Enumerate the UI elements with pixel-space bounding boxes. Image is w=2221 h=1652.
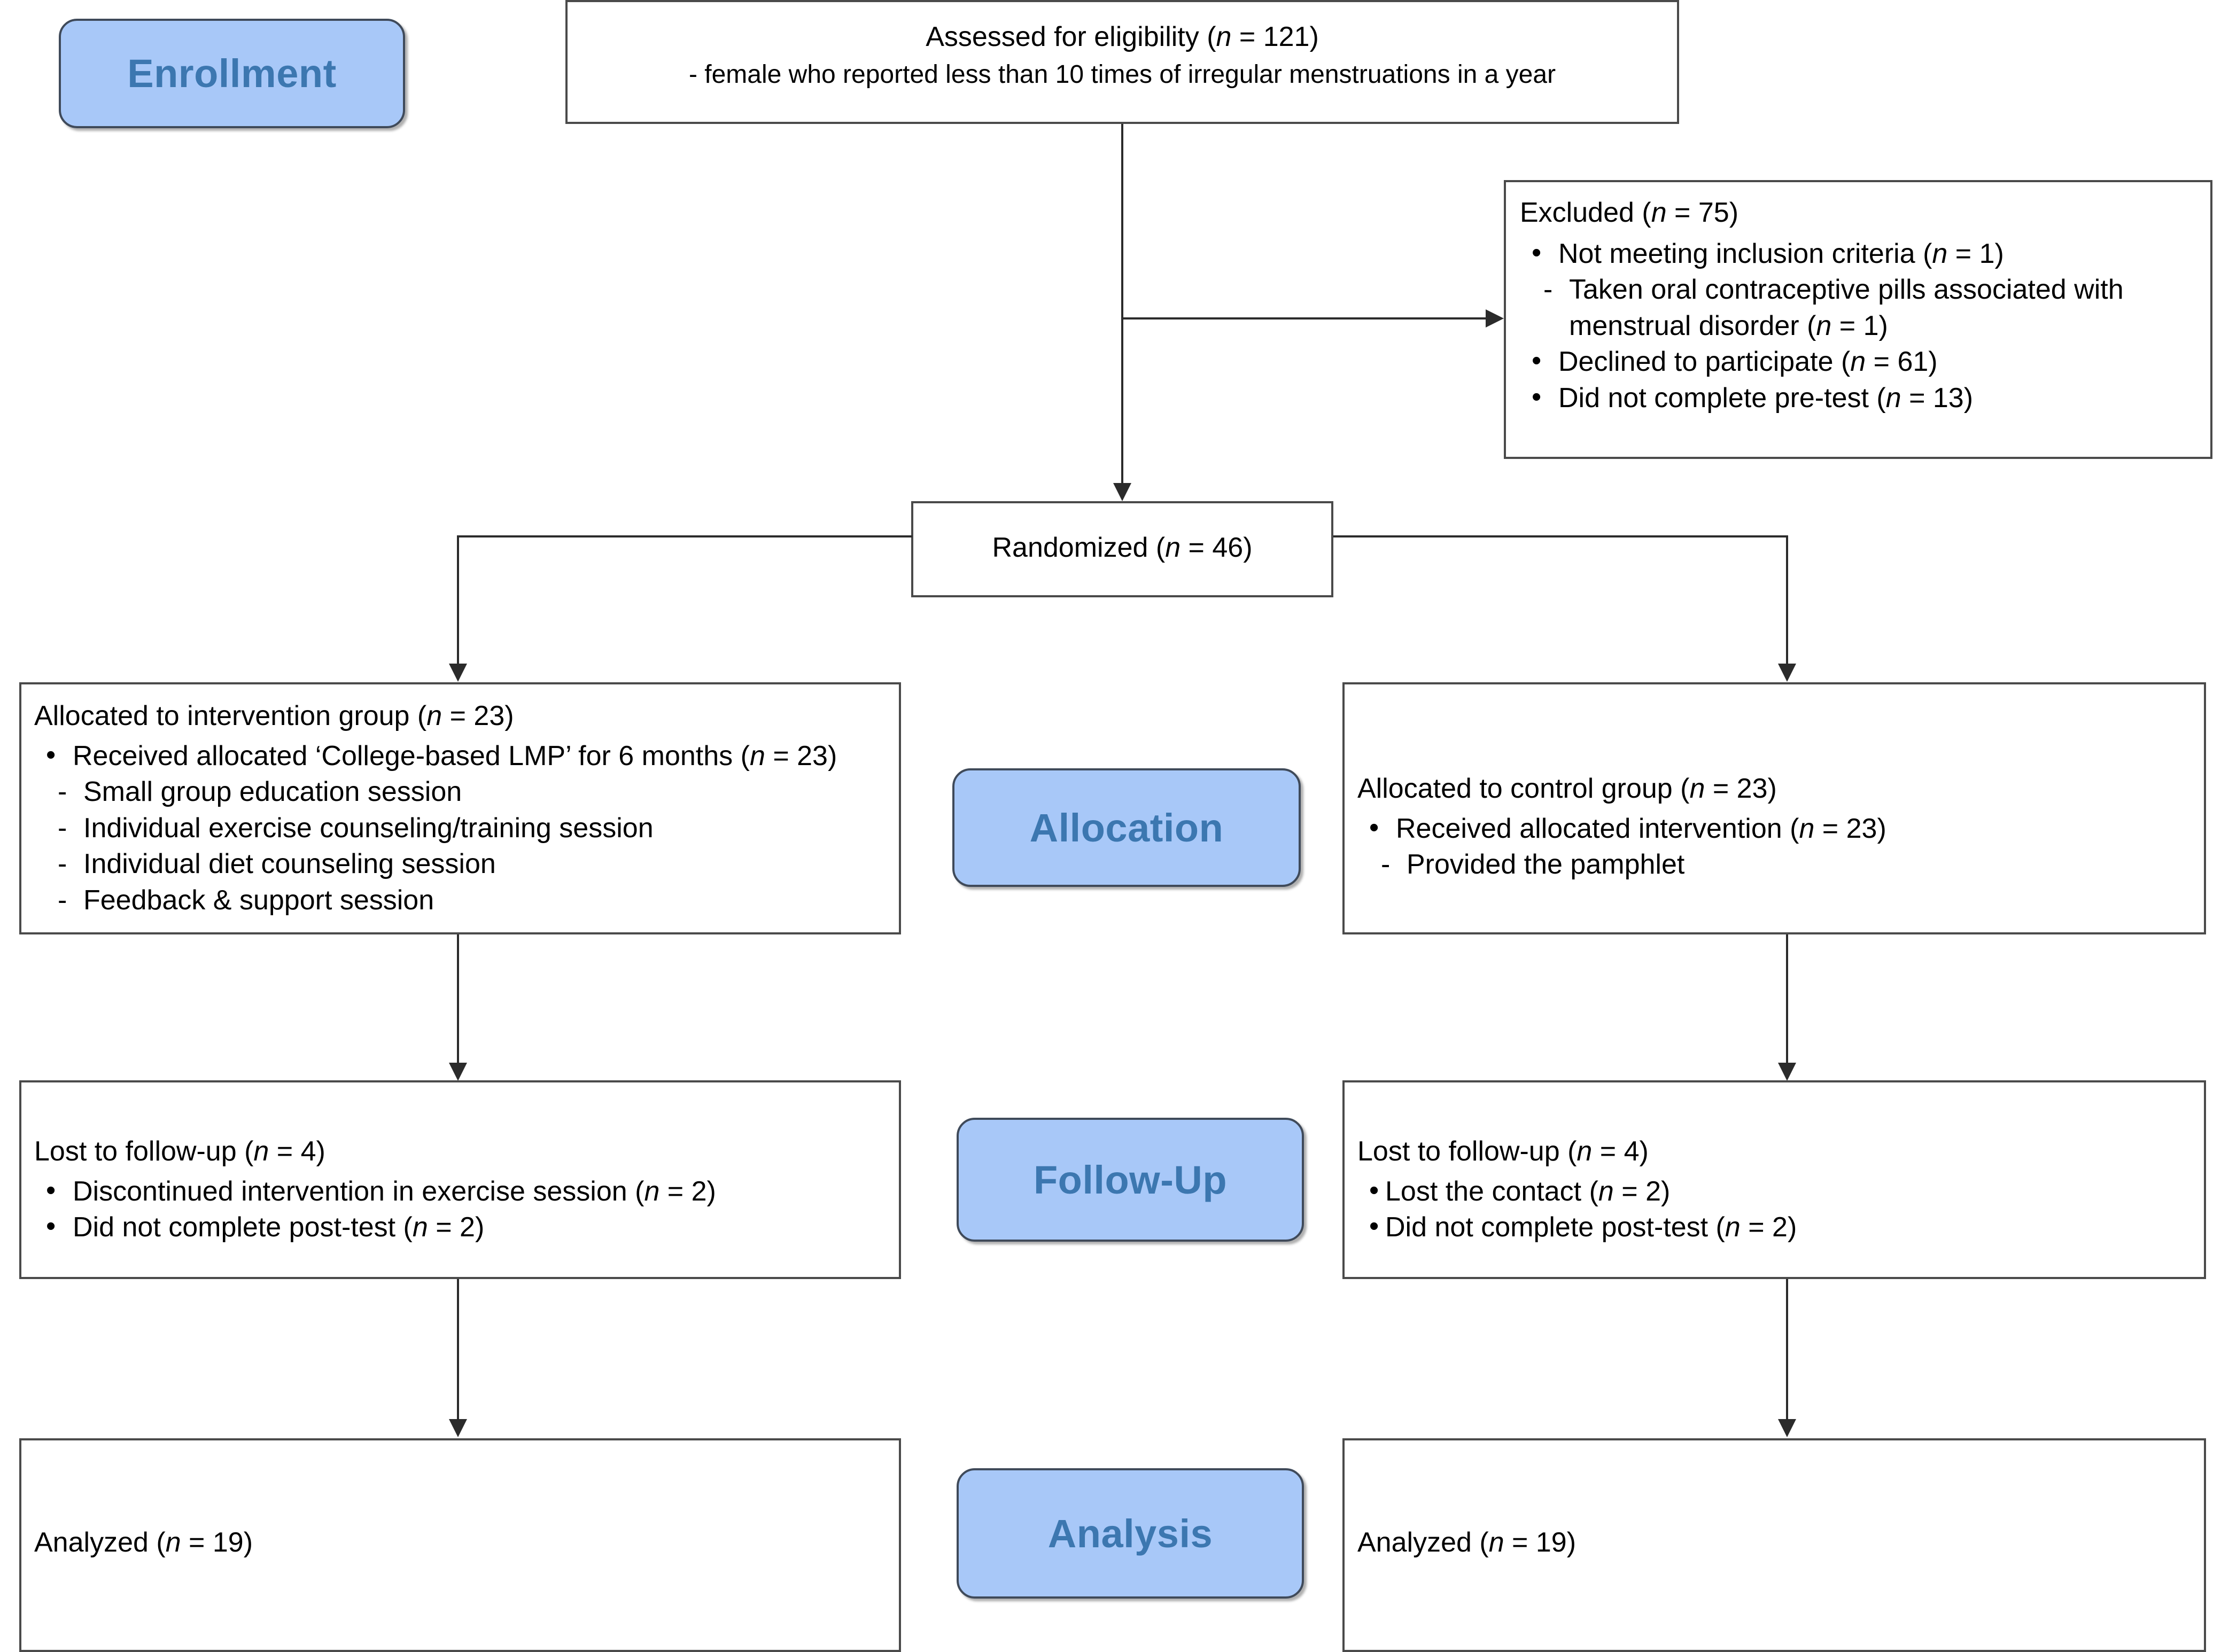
- stage-badge-enrollment: Enrollment: [59, 19, 405, 128]
- list-item: Discontinued intervention in exercise se…: [34, 1173, 890, 1210]
- list-item: Individual exercise counseling/training …: [34, 811, 890, 847]
- control-alloc-dashes: Provided the pamphlet: [1357, 847, 2195, 883]
- stage-badge-enrollment-label: Enrollment: [127, 51, 337, 96]
- arrow-down-to-randomized: [1113, 483, 1131, 501]
- control-followup-bullets: Lost the contact (n = 2) Did not complet…: [1357, 1173, 2195, 1246]
- assessed-line1: Assessed for eligibility (n = 121): [926, 21, 1319, 52]
- control-analyzed-label: Analyzed (n = 19): [1357, 1527, 1577, 1558]
- intervention-alloc-dashes: Small group education session Individual…: [34, 774, 890, 918]
- excluded-heading: Excluded (n = 75): [1520, 197, 1739, 228]
- list-item: Received allocated ‘College-based LMP’ f…: [34, 737, 890, 775]
- intervention-analyzed-box: Analyzed (n = 19): [19, 1438, 901, 1652]
- connector-randomized-left-down: [457, 535, 459, 664]
- stage-badge-followup: Follow-Up: [957, 1118, 1304, 1242]
- list-item: Received allocated intervention (n = 23): [1357, 810, 2195, 847]
- intervention-analyzed-label: Analyzed (n = 19): [34, 1527, 253, 1558]
- stage-badge-followup-label: Follow-Up: [1033, 1157, 1228, 1202]
- intervention-followup-bullets: Discontinued intervention in exercise se…: [34, 1173, 890, 1246]
- assessed-line2: - female who reported less than 10 times…: [688, 60, 1556, 89]
- control-alloc-heading: Allocated to control group (n = 23): [1357, 773, 1777, 804]
- intervention-alloc-bullets: Received allocated ‘College-based LMP’ f…: [34, 737, 890, 775]
- arrow-down-to-control-followup: [1778, 1063, 1796, 1081]
- excluded-box: Excluded (n = 75) Not meeting inclusion …: [1504, 180, 2212, 459]
- arrow-down-to-intervention-analyzed: [449, 1419, 467, 1437]
- list-item: Declined to participate (n = 61): [1520, 343, 2200, 380]
- connector-to-excluded: [1121, 317, 1486, 320]
- list-item: Small group education session: [34, 774, 890, 811]
- list-item: Provided the pamphlet: [1357, 847, 2195, 883]
- assessed-for-eligibility-box: Assessed for eligibility (n = 121) - fem…: [565, 0, 1679, 124]
- list-item: Feedback & support session: [34, 883, 890, 919]
- list-item: Did not complete pre-test (n = 13): [1520, 379, 2200, 417]
- connector-control-followup-to-analyzed: [1786, 1279, 1788, 1419]
- connector-intervention-alloc-to-followup: [457, 934, 459, 1063]
- arrow-down-to-control-analyzed: [1778, 1419, 1796, 1437]
- stage-badge-analysis: Analysis: [957, 1468, 1304, 1599]
- list-item: Did not complete post-test (n = 2): [1357, 1209, 2195, 1246]
- list-item: Taken oral contraceptive pills associate…: [1520, 272, 2200, 344]
- connector-randomized-right: [1333, 535, 1788, 537]
- randomized-box: Randomized (n = 46): [911, 501, 1333, 597]
- intervention-followup-box: Lost to follow-up (n = 4) Discontinued i…: [19, 1080, 901, 1279]
- list-item: Not meeting inclusion criteria (n = 1): [1520, 235, 2200, 272]
- connector-intervention-followup-to-analyzed: [457, 1279, 459, 1419]
- control-analyzed-box: Analyzed (n = 19): [1342, 1438, 2206, 1652]
- connector-randomized-right-down: [1786, 535, 1788, 664]
- control-followup-box: Lost to follow-up (n = 4) Lost the conta…: [1342, 1080, 2206, 1279]
- stage-badge-analysis-label: Analysis: [1047, 1511, 1213, 1556]
- excluded-list: Not meeting inclusion criteria (n = 1): [1520, 235, 2200, 272]
- control-followup-heading: Lost to follow-up (n = 4): [1357, 1136, 1649, 1167]
- connector-randomized-left: [457, 535, 912, 537]
- list-item: Lost the contact (n = 2): [1357, 1173, 2195, 1210]
- control-allocation-box: Allocated to control group (n = 23) Rece…: [1342, 682, 2206, 934]
- intervention-followup-heading: Lost to follow-up (n = 4): [34, 1136, 325, 1167]
- arrow-down-to-intervention-followup: [449, 1063, 467, 1081]
- randomized-label: Randomized (n = 46): [992, 532, 1253, 563]
- intervention-allocation-box: Allocated to intervention group (n = 23)…: [19, 682, 901, 934]
- list-item: Individual diet counseling session: [34, 846, 890, 883]
- intervention-alloc-heading: Allocated to intervention group (n = 23): [34, 700, 514, 731]
- excluded-sublist: Taken oral contraceptive pills associate…: [1520, 272, 2200, 344]
- stage-badge-allocation: Allocation: [952, 768, 1301, 887]
- arrow-down-to-control-alloc: [1778, 664, 1796, 682]
- list-item: Did not complete post-test (n = 2): [34, 1209, 890, 1246]
- connector-assessed-to-randomized: [1121, 124, 1123, 483]
- connector-control-alloc-to-followup: [1786, 934, 1788, 1063]
- stage-badge-allocation-label: Allocation: [1029, 805, 1224, 850]
- control-alloc-bullets: Received allocated intervention (n = 23): [1357, 810, 2195, 847]
- arrow-right-to-excluded: [1486, 309, 1504, 328]
- excluded-list-2: Declined to participate (n = 61) Did not…: [1520, 343, 2200, 417]
- arrow-down-to-intervention-alloc: [449, 664, 467, 682]
